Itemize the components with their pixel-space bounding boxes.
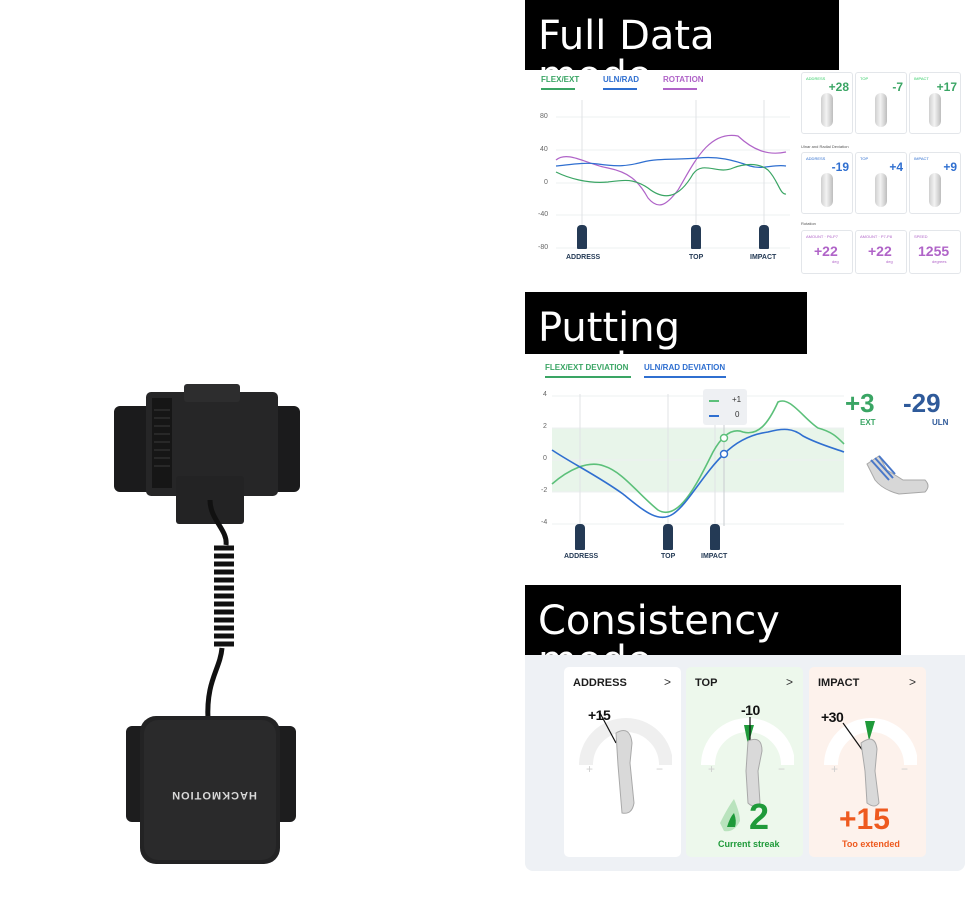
y-tick-minus-80: -80 bbox=[538, 244, 549, 251]
top-streak-count: 2 bbox=[749, 796, 770, 837]
consistency-card-impact[interactable]: IMPACT > + − +30 +15 Too extended bbox=[809, 667, 926, 857]
putting-flex-point bbox=[719, 433, 729, 443]
impact-value: +30 bbox=[821, 709, 844, 725]
top-value: -10 bbox=[741, 702, 760, 718]
impact-status-label: Too extended bbox=[842, 839, 900, 849]
chevron-right-icon: > bbox=[908, 675, 916, 689]
putting-tooltip: +1 0 bbox=[703, 389, 747, 425]
putting-mode-title: Putting mode bbox=[525, 292, 807, 388]
put-y-tick-2: 2 bbox=[543, 423, 547, 430]
put-marker-address: ADDRESS bbox=[564, 553, 599, 560]
svg-text:+: + bbox=[831, 762, 838, 776]
legend-uln-rad-deviation: ULN/RAD DEVIATION bbox=[644, 363, 726, 372]
chevron-right-icon: > bbox=[785, 675, 793, 689]
flex-tile-address: ADDRESS +28 bbox=[801, 72, 853, 134]
legend-rotation: ROTATION bbox=[663, 75, 704, 84]
y-tick-0: 0 bbox=[544, 179, 548, 186]
put-y-tick-minus-2: -2 bbox=[541, 487, 548, 494]
legend-uln-rad: ULN/RAD bbox=[603, 75, 639, 84]
legend-flex-ext: FLEX/EXT bbox=[541, 75, 580, 84]
y-tick-80: 80 bbox=[540, 113, 548, 120]
impact-big-value: +15 bbox=[839, 803, 890, 836]
golfer-icon-impact bbox=[759, 225, 769, 249]
put-golfer-address bbox=[575, 524, 585, 550]
marker-top: TOP bbox=[689, 254, 704, 261]
uln-tile-impact: IMPACT +9 bbox=[909, 152, 961, 214]
put-golfer-top bbox=[663, 524, 673, 550]
y-tick-minus-40: -40 bbox=[538, 211, 549, 218]
address-value: +15 bbox=[588, 707, 611, 723]
full-data-lines bbox=[555, 100, 790, 249]
put-y-tick-4: 4 bbox=[543, 391, 547, 398]
legend-flex-ext-deviation: FLEX/EXT DEVIATION bbox=[545, 363, 629, 372]
flex-ext-line bbox=[555, 163, 787, 197]
uln-rad-line bbox=[555, 156, 787, 169]
chevron-right-icon: > bbox=[663, 675, 671, 689]
put-marker-impact: IMPACT bbox=[701, 553, 728, 560]
rot-tile-1: AMOUNT · P6-P7 +22 deg bbox=[801, 230, 853, 274]
putting-ext-value: +3 bbox=[845, 388, 875, 418]
full-data-mode-title: Full Data mode bbox=[525, 0, 839, 96]
impact-arm-gauge: + − bbox=[824, 718, 917, 807]
put-y-tick-minus-4: -4 bbox=[541, 519, 548, 526]
putting-lines bbox=[551, 394, 845, 526]
marker-impact: IMPACT bbox=[750, 254, 777, 261]
consistency-mode-title: Consistency mode bbox=[525, 585, 901, 681]
rotation-section-heading: Rotation bbox=[801, 221, 816, 226]
rotation-line bbox=[555, 134, 787, 206]
putting-uln-value: -29 bbox=[903, 388, 941, 418]
consistency-card-address[interactable]: ADDRESS > + − +15 bbox=[564, 667, 681, 857]
putting-chart: FLEX/EXT DEVIATION ULN/RAD DEVIATION 4 2… bbox=[528, 354, 948, 568]
svg-text:−: − bbox=[656, 762, 663, 776]
putting-flex-line bbox=[551, 400, 845, 513]
svg-text:+: + bbox=[586, 762, 593, 776]
tooltip-flex-value: +1 bbox=[732, 395, 742, 404]
marker-address: ADDRESS bbox=[566, 254, 601, 261]
y-tick-40: 40 bbox=[540, 146, 548, 153]
hackmotion-sensor-device: HACKMOTION bbox=[110, 380, 305, 870]
put-y-tick-0: 0 bbox=[543, 455, 547, 462]
full-data-tiles: ADDRESS +28 TOP -7 IMPACT +17 Ulnar and … bbox=[799, 70, 965, 280]
rot-tile-2: AMOUNT · P7-P8 +22 deg bbox=[855, 230, 907, 274]
flex-tile-impact: IMPACT +17 bbox=[909, 72, 961, 134]
tooltip-uln-value: 0 bbox=[735, 410, 740, 419]
rot-tile-speed: SPEED 1255 degrees bbox=[909, 230, 961, 274]
putting-hand-3d-icon bbox=[866, 455, 929, 495]
uln-tile-top: TOP +4 bbox=[855, 152, 907, 214]
golfer-icon-address bbox=[577, 225, 587, 249]
address-arm-gauge: + − bbox=[579, 712, 672, 814]
uln-tile-address: ADDRESS -19 bbox=[801, 152, 853, 214]
putting-uln-point bbox=[719, 449, 729, 459]
top-arm-gauge: + − bbox=[701, 717, 794, 832]
putting-ext-label: EXT bbox=[860, 418, 876, 427]
svg-text:+: + bbox=[708, 762, 715, 776]
consistency-card-top[interactable]: TOP > + − -10 2 Current streak bbox=[686, 667, 803, 857]
uln-section-heading: Ulnar and Radial Deviation bbox=[801, 144, 849, 149]
golfer-icon-top bbox=[691, 225, 701, 249]
full-data-chart: FLEX/EXT ULN/RAD ROTATION 80 40 0 -40 -8… bbox=[528, 70, 796, 270]
device-brand-logo: HACKMOTION bbox=[171, 789, 257, 801]
top-streak-label: Current streak bbox=[718, 839, 780, 849]
flex-tile-top: TOP -7 bbox=[855, 72, 907, 134]
putting-uln-label: ULN bbox=[932, 418, 949, 427]
putting-uln-line bbox=[551, 428, 845, 519]
svg-text:−: − bbox=[901, 762, 908, 776]
svg-text:−: − bbox=[778, 762, 785, 776]
put-golfer-impact bbox=[710, 524, 720, 550]
put-marker-top: TOP bbox=[661, 553, 676, 560]
